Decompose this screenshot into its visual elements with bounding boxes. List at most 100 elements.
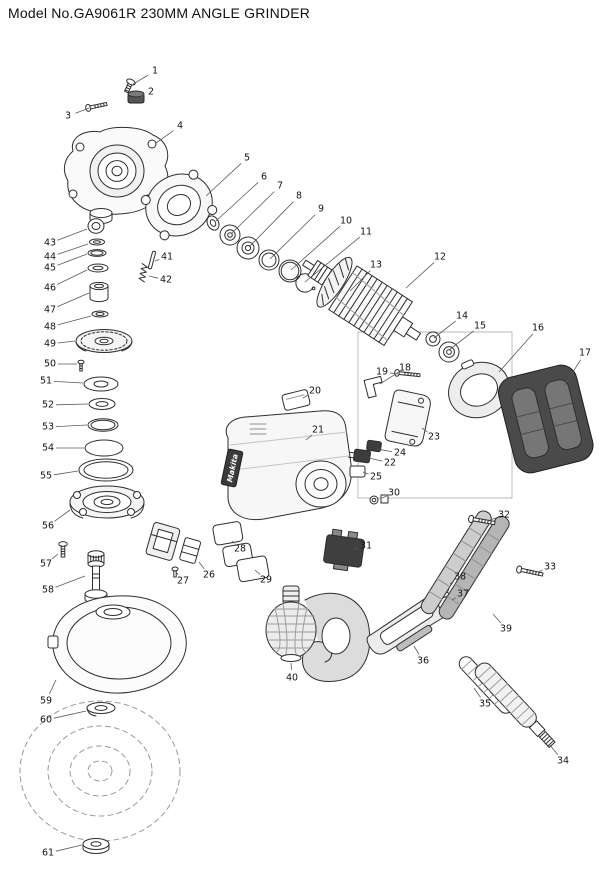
leader-line-30: [381, 495, 387, 499]
leader-line-31: [354, 547, 359, 550]
part-number-15: 15: [474, 321, 486, 332]
part-54-ring: [84, 439, 124, 457]
part-number-34: 34: [557, 756, 569, 767]
part-33-screw: [516, 565, 544, 577]
part-10-washer: [278, 259, 302, 283]
leader-line-6: [215, 182, 259, 222]
leader-line-32: [489, 517, 497, 521]
part-number-41: 41: [161, 252, 173, 263]
leader-line-25: [362, 471, 369, 475]
part-number-29: 29: [260, 575, 272, 586]
part-5-bearing-box: [140, 169, 218, 241]
part-number-18: 18: [399, 363, 411, 374]
part-number-36: 36: [417, 656, 429, 667]
leader-line-60: [53, 710, 87, 719]
part-number-5: 5: [244, 153, 250, 164]
part-6-sleeve: [206, 215, 220, 231]
leader-line-19: [389, 372, 399, 375]
part-number-1: 1: [152, 66, 158, 77]
part-17-field: [497, 364, 594, 474]
part-48-ring: [91, 310, 109, 318]
leader-line-16: [498, 333, 533, 373]
part-12-armature: [302, 256, 422, 346]
leader-line-33: [537, 569, 543, 573]
part-number-58: 58: [42, 585, 54, 596]
leader-line-21: [305, 434, 313, 441]
part-3-screw: [85, 101, 108, 112]
leader-line-18: [379, 371, 399, 385]
part-51-labyrinth-ring: [83, 376, 119, 392]
leader-line-52: [55, 403, 89, 406]
part-number-4: 4: [177, 121, 183, 132]
leader-line-8: [248, 201, 294, 248]
part-16-baffle-plate: [448, 359, 510, 419]
leader-line-41: [154, 259, 160, 262]
part-number-31: 31: [360, 541, 372, 552]
part-number-49: 49: [44, 339, 56, 350]
leader-line-58: [55, 575, 86, 588]
leader-line-55: [53, 470, 79, 476]
part-number-10: 10: [340, 216, 352, 227]
leader-line-12: [405, 262, 435, 289]
part-44-washer: [89, 238, 105, 246]
part-24-terminal: [366, 439, 382, 453]
part-number-21: 21: [312, 425, 324, 436]
leader-line-7: [230, 191, 275, 235]
leader-line-37: [451, 597, 457, 601]
part-number-28: 28: [234, 544, 246, 555]
leader-line-5: [205, 163, 242, 197]
leader-line-36: [413, 645, 420, 655]
part-number-22: 22: [384, 458, 396, 469]
part-number-57: 57: [40, 559, 52, 570]
part-26-brush-cap: [179, 537, 202, 564]
leader-line-49: [57, 340, 76, 344]
part-number-8: 8: [296, 191, 302, 202]
part-number-61: 61: [42, 848, 54, 859]
part-number-30: 30: [388, 488, 400, 499]
part-number-42: 42: [160, 275, 172, 286]
part-40-grip: [265, 585, 317, 662]
part-61-lock-nut: [82, 838, 110, 854]
part-number-25: 25: [370, 472, 382, 483]
leader-line-43: [57, 228, 88, 241]
part-number-45: 45: [44, 263, 56, 274]
part-32-screw: [468, 514, 496, 526]
part-number-24: 24: [394, 448, 406, 459]
part-number-43: 43: [44, 238, 56, 249]
part-23-controller: [384, 389, 431, 447]
part-number-19: 19: [376, 367, 388, 378]
leader-line-4: [155, 130, 174, 144]
part-47-collar: [89, 281, 109, 303]
part-53-ring: [87, 418, 119, 432]
part-number-13: 13: [370, 260, 382, 271]
leader-line-29: [254, 569, 261, 575]
part-number-47: 47: [44, 305, 56, 316]
leader-line-44: [57, 243, 89, 255]
part-57-screw: [58, 541, 68, 558]
part-number-35: 35: [479, 699, 491, 710]
leader-line-34: [548, 743, 559, 756]
part-number-32: 32: [498, 510, 510, 521]
leader-line-57: [51, 553, 59, 560]
part-number-33: 33: [544, 562, 556, 573]
part-number-40: 40: [286, 673, 298, 684]
part-18-plate: [363, 375, 383, 399]
part-31-switch: [323, 528, 365, 572]
leader-line-28: [231, 540, 235, 544]
leader-line-14: [433, 320, 456, 339]
part-39-handle-cover: [420, 510, 510, 620]
leader-line-27: [175, 571, 179, 575]
part-number-20: 20: [309, 386, 321, 397]
part-number-14: 14: [456, 311, 468, 322]
leader-line-23: [421, 427, 428, 433]
part-45-ring: [87, 249, 107, 257]
part-59-wheel-guard: [47, 595, 187, 694]
rear-handle-drawing: [302, 592, 371, 682]
part-number-50: 50: [44, 359, 56, 370]
leader-line-47: [57, 292, 90, 308]
part-number-17: 17: [579, 348, 591, 359]
part-number-38: 38: [454, 572, 466, 583]
part-15-bearing: [438, 341, 460, 363]
part-number-55: 55: [40, 471, 52, 482]
